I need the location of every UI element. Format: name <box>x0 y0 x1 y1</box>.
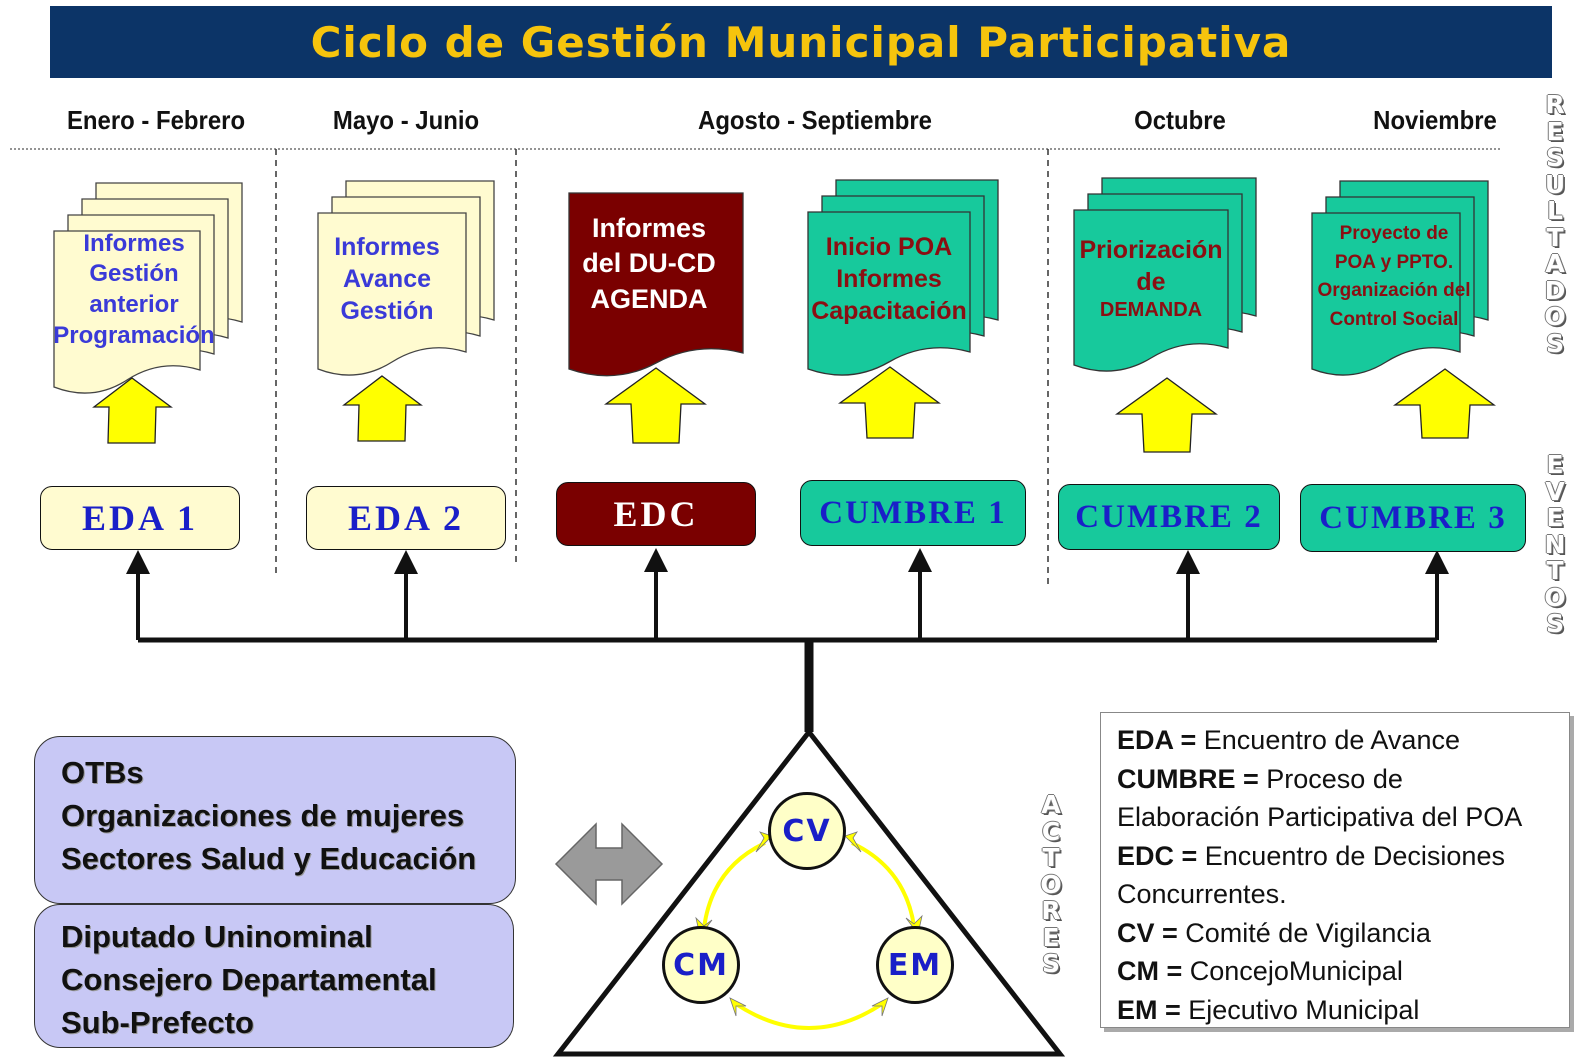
period-mayo-junio: Mayo - Junio <box>332 105 480 135</box>
document-4-text: Inicio POA Informes Capacitación <box>811 233 967 325</box>
document-stack-5 <box>1073 177 1257 372</box>
event-cumbre-2: CUMBRE 2 <box>1058 484 1280 550</box>
actors-group-authorities: Diputado Uninominal Consejero Departamen… <box>34 904 514 1048</box>
arrowhead-up <box>908 548 932 572</box>
side-label-resultados: R E S U L T A D O S <box>1544 90 1566 358</box>
arrowhead-up <box>644 548 668 572</box>
legend-line: CUMBRE = Proceso de <box>1117 763 1403 794</box>
document-agenda <box>568 192 744 377</box>
document-5-text: Priorización de DEMANDA <box>1079 236 1223 322</box>
document-stack-4 <box>807 179 999 376</box>
cycle-arrow <box>851 841 916 927</box>
period-noviembre: Noviembre <box>1373 105 1497 135</box>
up-arrow <box>603 367 707 444</box>
document-stack-6 <box>1311 180 1489 376</box>
up-arrow <box>342 375 423 442</box>
legend-line: EDA = Encuentro de Avance <box>1117 725 1460 755</box>
title-banner: Ciclo de Gestión Municipal Participativa <box>50 6 1552 78</box>
double-arrow-icon <box>554 822 664 906</box>
legend-line: Concurrentes. <box>1117 879 1287 909</box>
up-arrow <box>92 377 173 444</box>
arrowhead-up <box>1425 550 1449 574</box>
period-enero-febrero: Enero - Febrero <box>66 105 246 135</box>
document-stack-2 <box>317 180 495 376</box>
node-cv: CV <box>768 792 846 870</box>
side-label-actores: A C T O R E S <box>1040 790 1062 978</box>
event-edc: EDC <box>556 482 756 546</box>
arrowhead-up <box>1176 550 1200 574</box>
cycle-arrow <box>702 841 766 929</box>
document-2-text: Informes Avance Gestión <box>334 233 440 325</box>
arrowhead-up <box>394 550 418 574</box>
event-cumbre-3: CUMBRE 3 <box>1300 484 1526 552</box>
cycle-arrow <box>734 1002 884 1030</box>
legend-line: Elaboración Participativa del POA <box>1117 802 1523 832</box>
up-arrow <box>837 366 941 439</box>
legend-line: EDC = Encuentro de Decisiones <box>1117 840 1505 871</box>
actors-group-civil: OTBs Organizaciones de mujeres Sectores … <box>34 736 516 904</box>
legend-line: CM = ConcejoMunicipal <box>1117 956 1403 986</box>
period-octubre: Octubre <box>1134 105 1226 135</box>
event-eda-2: EDA 2 <box>306 486 506 550</box>
side-label-eventos: E V E N T O S <box>1544 450 1566 638</box>
up-arrow <box>1114 377 1218 453</box>
legend-line: CV = Comité de Vigilancia <box>1117 917 1431 948</box>
document-1-text: Informes Gestión anterior Programación <box>53 229 215 349</box>
node-em: EM <box>876 926 954 1004</box>
document-3-text: Informes del DU-CD AGENDA <box>582 213 716 314</box>
document-stack-1 <box>53 182 243 394</box>
node-cm: CM <box>662 926 740 1004</box>
event-cumbre-1: CUMBRE 1 <box>800 480 1026 546</box>
document-6-text: Proyecto de POA y PPTO. Organización del… <box>1317 223 1471 330</box>
legend-box: EDA = Encuentro de Avance CUMBRE = Proce… <box>1100 712 1570 1028</box>
up-arrow <box>1392 368 1496 439</box>
event-eda-1: EDA 1 <box>40 486 240 550</box>
arrowhead-up <box>126 550 150 574</box>
legend-line: EM = Ejecutivo Municipal <box>1117 994 1420 1025</box>
period-agosto-septiembre: Agosto - Septiembre <box>698 105 932 135</box>
diagram-title: Ciclo de Gestión Municipal Participativa <box>310 17 1292 67</box>
